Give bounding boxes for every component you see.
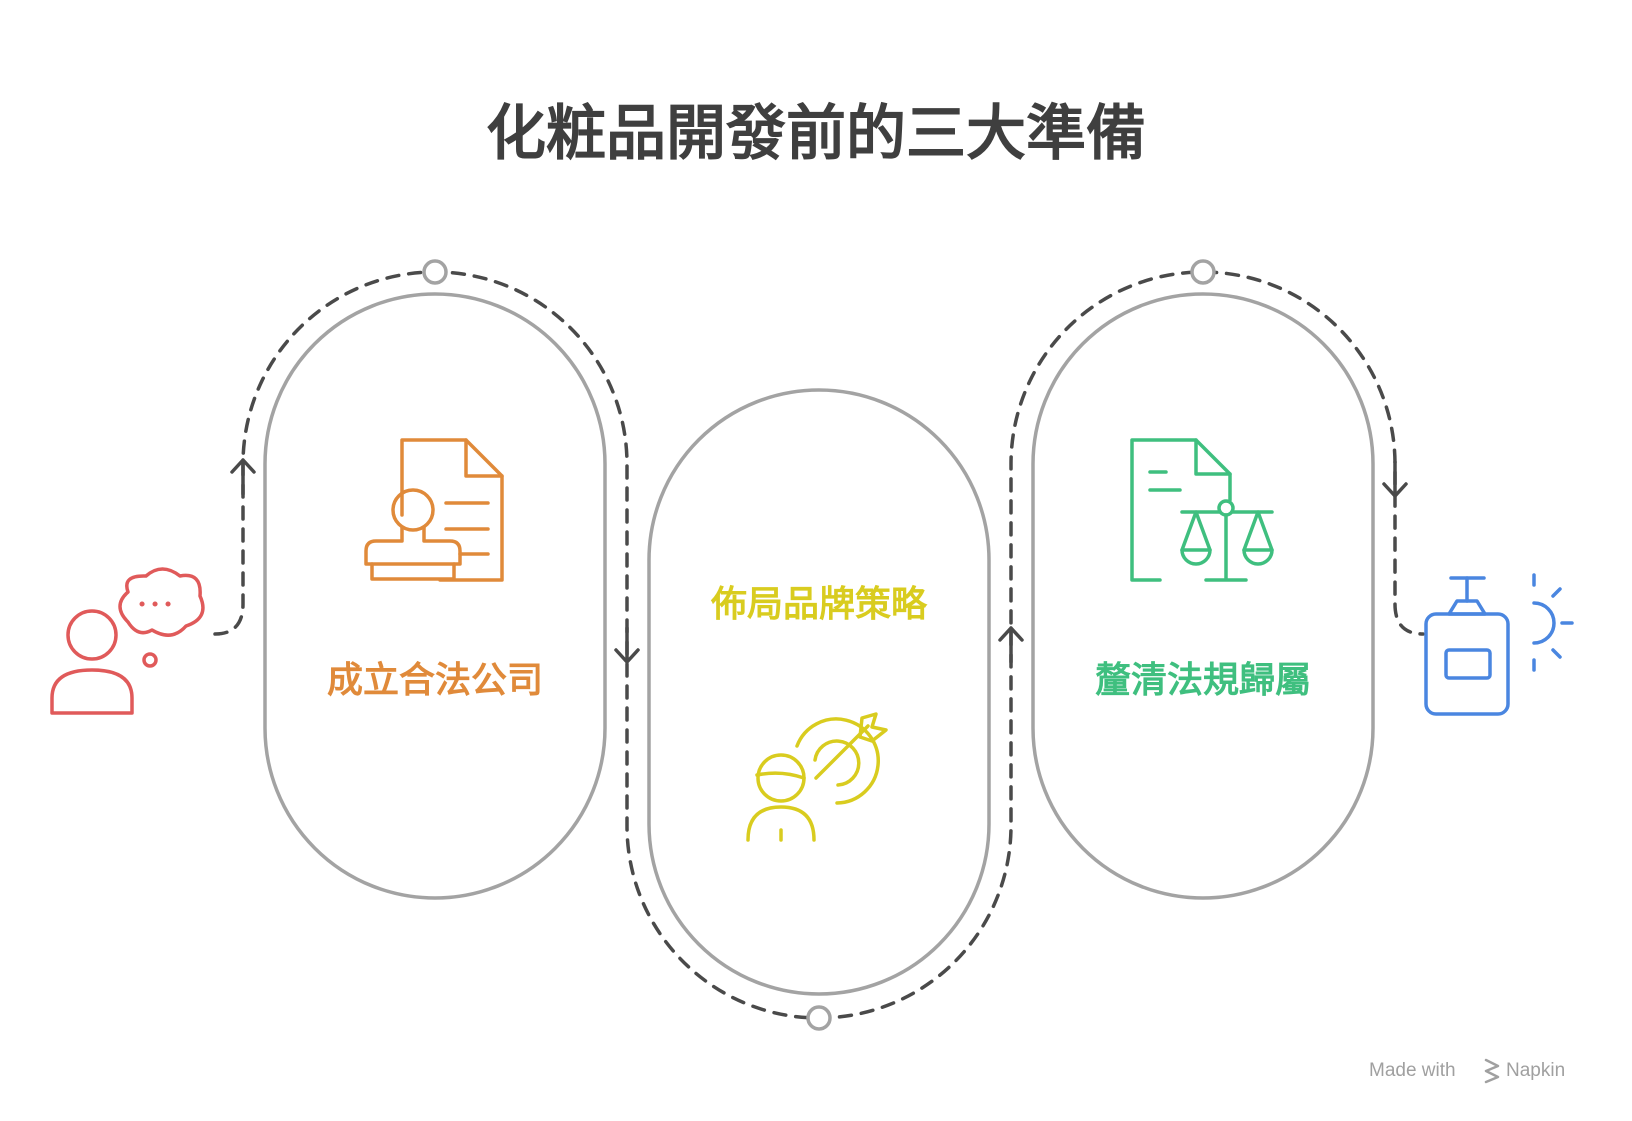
path-node-2 [806, 1005, 832, 1031]
arrow-down-icon [1382, 460, 1408, 498]
footer-made-with: Made with [1369, 1060, 1456, 1081]
document-stamp-icon [364, 438, 504, 582]
step-label-1: 成立合法公司 [327, 660, 543, 701]
arrow-up-icon [998, 626, 1024, 664]
person-target-icon [746, 712, 888, 842]
step-pill-2 [647, 388, 991, 996]
document-scales-icon [1130, 438, 1274, 582]
step-label-3: 釐清法規歸屬 [1095, 660, 1311, 701]
step-label-2: 佈局品牌策略 [710, 584, 928, 625]
arrow-down-icon [614, 626, 640, 664]
path-node-1 [422, 259, 448, 285]
path-node-3 [1190, 259, 1216, 285]
step-pill-3 [1031, 292, 1375, 900]
sunscreen-bottle-icon [1424, 573, 1574, 716]
person-thinking-icon [50, 567, 205, 715]
page-title: 化粧品開發前的三大準備 [486, 99, 1146, 169]
arrow-up-icon [230, 458, 256, 496]
napkin-logo-icon [1484, 1058, 1500, 1084]
made-with-napkin: Made with Napkin [1369, 1058, 1565, 1084]
step-pill-1 [263, 292, 607, 900]
footer-brand: Napkin [1506, 1060, 1565, 1081]
